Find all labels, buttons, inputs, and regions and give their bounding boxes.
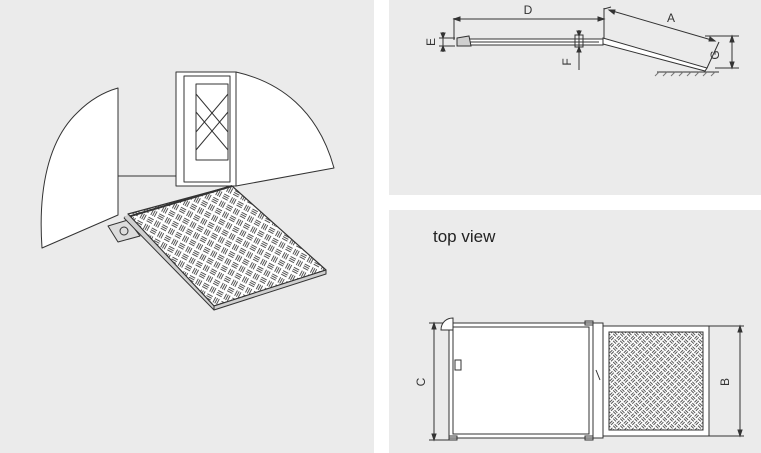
dimension-c-label: C (414, 377, 428, 386)
top-view-drawing: C B (414, 317, 744, 442)
dimension-b-label: B (718, 378, 732, 386)
top-view-caption: top view (433, 227, 496, 246)
dimension-e-label: E (424, 38, 438, 46)
dimension-d-label: D (524, 3, 533, 17)
perspective-drawing (40, 71, 335, 311)
dimension-a-label: A (667, 11, 675, 25)
side-view-drawing: D A G E F (424, 3, 739, 77)
ramp-side (602, 37, 708, 72)
platform-top (448, 322, 594, 439)
perspective-panel (0, 0, 374, 453)
left-wall-outline (40, 87, 119, 249)
dimension-a-line (608, 9, 716, 42)
right-wall-outline (235, 71, 335, 187)
top-view-panel: top view (389, 210, 761, 453)
door-frame (175, 71, 237, 187)
dimension-f-label: F (560, 58, 574, 65)
side-view-panel: D A G E F (389, 0, 761, 195)
hinge-strip (592, 322, 604, 439)
dimension-g-label: G (708, 50, 722, 59)
